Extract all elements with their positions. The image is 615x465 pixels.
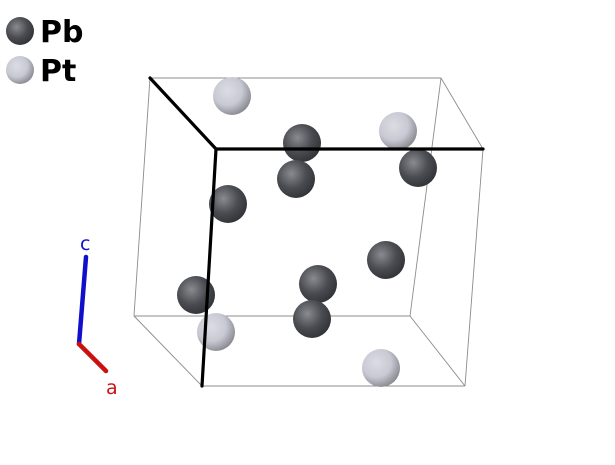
atom-pb bbox=[283, 124, 321, 162]
cell-edge bbox=[409, 77, 442, 317]
lattice-edge-bold bbox=[200, 147, 218, 388]
axis-c-line bbox=[76, 254, 89, 347]
element-legend: Pb Pt bbox=[6, 15, 83, 89]
atom-pt bbox=[362, 349, 400, 387]
cell-edge bbox=[409, 315, 466, 387]
atoms-layer bbox=[177, 77, 437, 387]
atom-pb bbox=[293, 300, 331, 338]
atom-pb bbox=[299, 265, 337, 303]
atom-pb bbox=[209, 185, 247, 223]
atom-pt bbox=[197, 313, 235, 351]
legend-swatch-pb bbox=[6, 17, 34, 45]
unit-cell-back-edges bbox=[133, 77, 484, 387]
cell-edge bbox=[133, 315, 203, 387]
atom-pt bbox=[213, 77, 251, 115]
axis-a-label: a bbox=[106, 377, 118, 399]
axis-indicator: c a bbox=[76, 233, 118, 399]
atom-pb bbox=[277, 160, 315, 198]
lattice-edge-bold bbox=[148, 76, 218, 151]
legend-swatch-pt bbox=[6, 56, 34, 84]
atom-pb bbox=[399, 149, 437, 187]
legend-label-pt: Pt bbox=[40, 54, 76, 89]
axis-c-label: c bbox=[80, 233, 90, 255]
cell-edge bbox=[133, 77, 151, 317]
cell-edge bbox=[440, 77, 484, 150]
atom-pb bbox=[367, 241, 405, 279]
axis-a-line bbox=[76, 341, 109, 374]
legend-label-pb: Pb bbox=[40, 15, 83, 50]
unit-cell-bold-edges bbox=[148, 76, 485, 388]
cell-edge bbox=[464, 148, 484, 387]
atom-pt bbox=[379, 112, 417, 150]
